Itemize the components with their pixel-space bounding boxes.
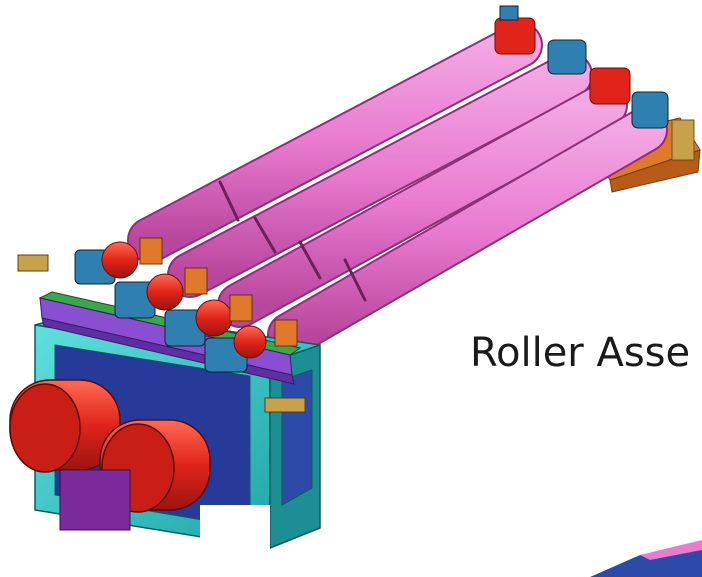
rollers xyxy=(127,22,668,358)
front-bearings xyxy=(17,237,306,413)
white-box xyxy=(200,505,270,577)
slide-caption: Roller Asse xyxy=(470,330,691,376)
far-bearings xyxy=(494,5,669,129)
drive-motors xyxy=(9,379,211,531)
